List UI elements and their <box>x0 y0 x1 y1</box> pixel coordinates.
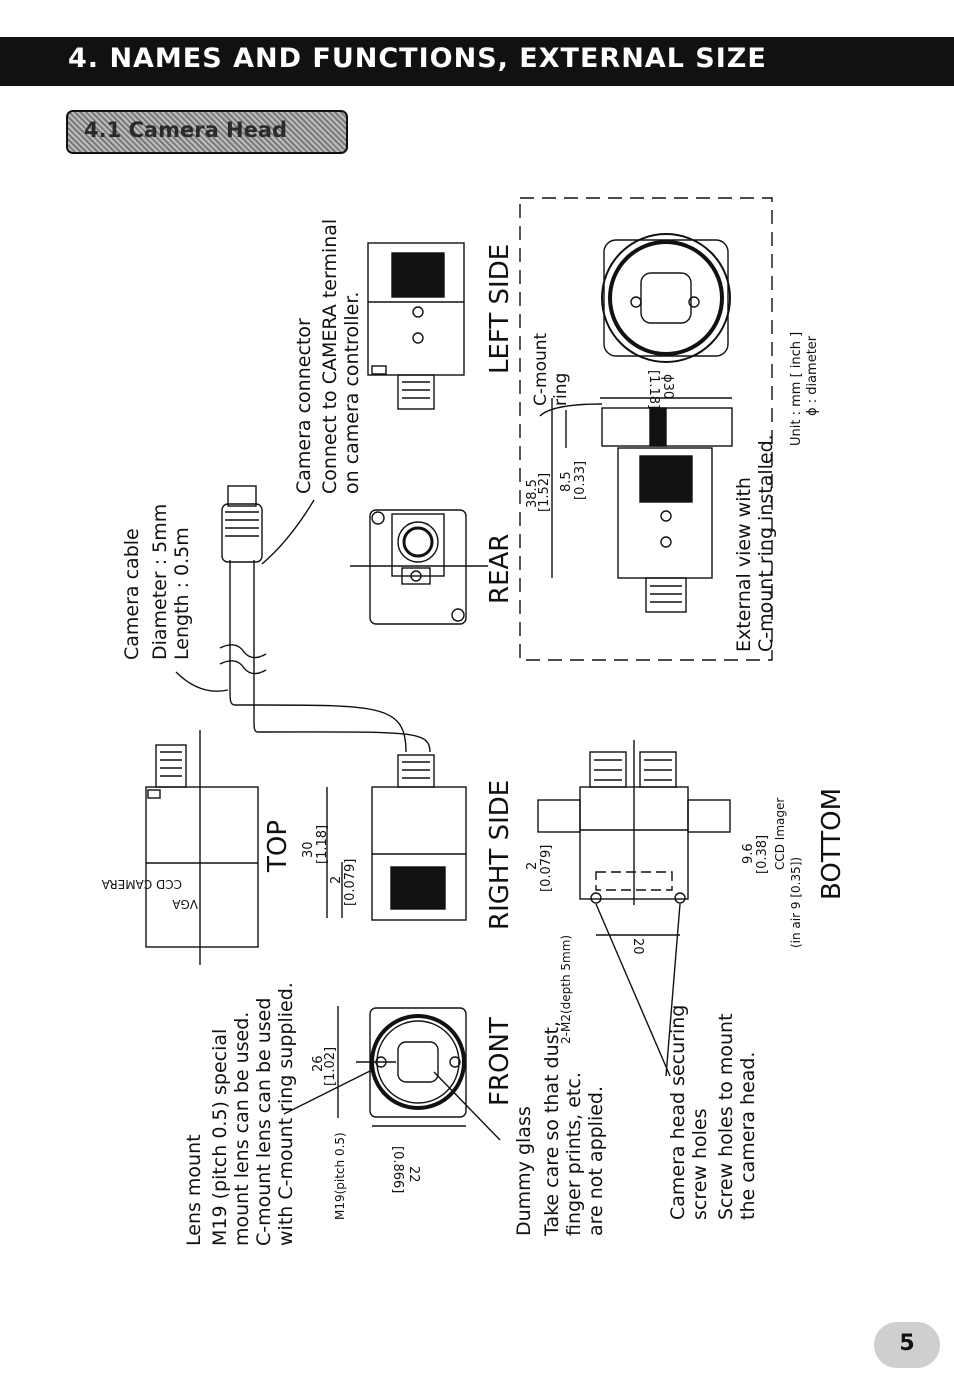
bottom-view-title: BOTTOM <box>817 788 847 900</box>
section-heading-badge: 4.1 Camera Head <box>66 110 348 154</box>
dim-ccd-label: CCD Imager <box>773 798 787 870</box>
dim-front-22-inch: [0.866] <box>390 1146 405 1193</box>
external-view-note: External view with C-mount ring installe… <box>733 434 777 652</box>
page-number-badge: 5 <box>874 1322 940 1368</box>
lens-mount-line-3: C-mount lens can be used <box>253 998 275 1246</box>
lens-mount-note: Lens mount M19 (pitch 0.5) special mount… <box>183 982 297 1246</box>
dim-m2-holes: 2-M2(depth 5mm) <box>559 935 573 1044</box>
units-line-2: ϕ : diameter <box>805 335 820 416</box>
camera-connector-title: Camera connector <box>293 318 315 494</box>
camera-cable-title: Camera cable <box>121 528 143 660</box>
dim-diameter-30: ϕ30 <box>660 374 675 399</box>
dim-m19: M19(pitch 0.5) <box>333 1132 347 1220</box>
dim-bottom-20: 20 <box>630 938 645 955</box>
external-view-line-2: C-mount ring installed. <box>755 434 777 652</box>
dim-top-2-inch: [0.079] <box>343 859 358 906</box>
left-side-view-title: LEFT SIDE <box>485 244 515 374</box>
dummy-glass-note: Dummy glass Take care so that dust, fing… <box>513 1021 607 1237</box>
front-view-drawing <box>337 1006 501 1141</box>
cmount-ring-note: C-mount ring <box>531 332 571 406</box>
cmount-external-view-drawing <box>519 197 773 661</box>
dim-top-30: 30 <box>301 841 316 858</box>
screw-holes-note: Camera head securing screw holes Screw h… <box>667 1005 759 1220</box>
section-title: 4.1 Camera Head <box>84 118 288 142</box>
cmount-ring-line-1: C-mount <box>531 332 551 406</box>
dim-ccd-9-6-inch: [0.38] <box>755 835 770 874</box>
screw-holes-title-2: screw holes <box>689 1108 711 1220</box>
dim-in-air: (in air 9 [0.35]) <box>789 857 803 948</box>
page-header: 4. NAMES AND FUNCTIONS, EXTERNAL SIZE <box>0 37 954 86</box>
camera-label-line-1: CCD CAMERA <box>101 877 182 891</box>
dim-diameter-30-inch: [1.18] <box>646 370 661 409</box>
screw-holes-line-2: the camera head. <box>737 1052 759 1220</box>
view-titles: FRONT TOP REAR RIGHT SIDE LEFT SIDE BOTT… <box>263 244 847 1106</box>
right-side-view-title: RIGHT SIDE <box>485 780 515 930</box>
dim-side-2-inch: [0.079] <box>539 845 554 892</box>
units-note: Unit : mm [ inch ] ϕ : diameter <box>789 332 820 446</box>
dummy-glass-line-1: Take care so that dust, <box>541 1021 563 1237</box>
dim-length-8-5-inch: [0.33] <box>573 461 588 500</box>
chapter-title: 4. NAMES AND FUNCTIONS, EXTERNAL SIZE <box>68 43 767 74</box>
dummy-glass-title: Dummy glass <box>513 1106 535 1236</box>
camera-cable-note: Camera cable Diameter : 5mm Length : 0.5… <box>121 504 193 660</box>
page-number: 5 <box>899 1331 915 1356</box>
dim-ccd-9-6: 9.6 <box>741 843 756 864</box>
external-view-line-1: External view with <box>733 477 755 652</box>
top-view-drawing <box>145 730 259 965</box>
dim-side-2: 2 <box>525 862 540 870</box>
dim-front-26: 26 <box>311 1055 326 1072</box>
camera-cable-line-1: Diameter : 5mm <box>149 504 171 660</box>
camera-connector-line-1: Connect to CAMERA terminal <box>319 219 341 494</box>
dim-length-38-5-inch: [1.52] <box>537 473 552 512</box>
camera-connector-line-2: on camera controller. <box>341 292 363 494</box>
dummy-glass-line-3: are not applied. <box>585 1086 607 1236</box>
dim-top-2: 2 <box>329 876 344 884</box>
camera-body-label: CCD CAMERA VGA <box>101 877 198 911</box>
camera-cable-drawing <box>219 485 267 675</box>
dim-top-30-inch: [1.18] <box>315 825 330 864</box>
units-line-1: Unit : mm [ inch ] <box>789 332 804 446</box>
dim-front-26-inch: [1.02] <box>323 1047 338 1086</box>
dim-length-38-5: 38.5 <box>525 479 540 508</box>
rear-view-drawing <box>350 509 488 625</box>
right-side-view-drawing <box>229 620 467 921</box>
lens-mount-title: Lens mount <box>183 1134 205 1246</box>
camera-connector-note: Camera connector Connect to CAMERA termi… <box>293 219 363 494</box>
lens-mount-line-4: with C-mount ring supplied. <box>275 982 297 1246</box>
camera-cable-line-2: Length : 0.5m <box>171 527 193 660</box>
screw-holes-title-1: Camera head securing <box>667 1005 689 1220</box>
front-view-title: FRONT <box>485 1017 515 1106</box>
leader-lines <box>175 403 603 1115</box>
cmount-ring-line-2: ring <box>551 373 571 406</box>
screw-holes-line-1: Screw holes to mount <box>715 1013 737 1220</box>
dim-front-22: 22 <box>406 1166 421 1183</box>
top-view-title: TOP <box>263 820 293 873</box>
dummy-glass-line-2: finger prints, etc. <box>563 1072 585 1236</box>
dimension-labels: 26 [1.02] 22 [0.866] M19(pitch 0.5) 30 [… <box>301 370 803 1220</box>
lens-mount-line-2: mount lens can be used. <box>231 1012 253 1246</box>
left-side-view-drawing <box>367 242 465 410</box>
rear-view-title: REAR <box>485 534 515 604</box>
bottom-view-drawing <box>537 740 731 1077</box>
camera-label-line-2: VGA <box>171 897 198 911</box>
lens-mount-line-1: M19 (pitch 0.5) special <box>209 1029 231 1246</box>
dim-length-8-5: 8.5 <box>559 471 574 492</box>
